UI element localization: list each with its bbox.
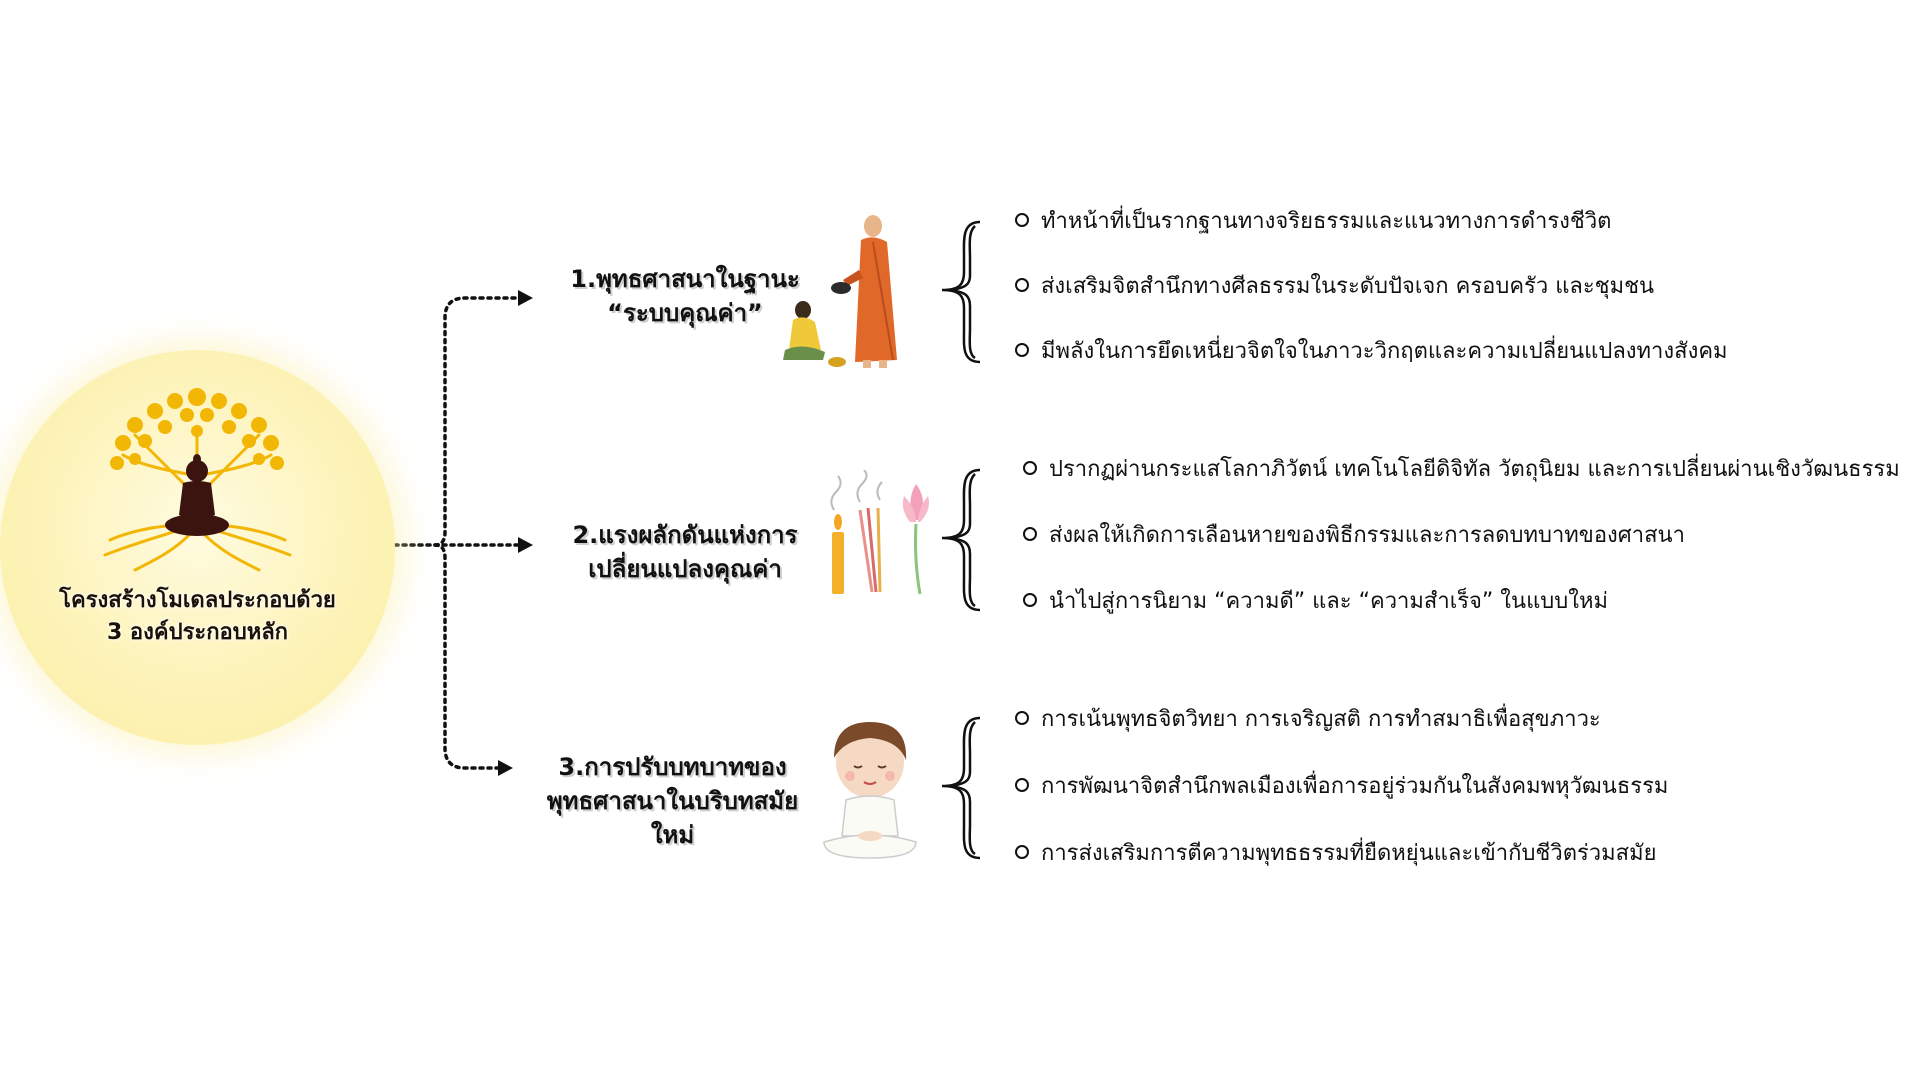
candle-incense-lotus-icon: [830, 470, 929, 595]
branch-title-line: 3.การปรับบทบาทของ: [558, 753, 787, 781]
bullet-item: ส่งเสริมจิตสำนึกทางศีลธรรมในระดับปัจเจก …: [1015, 272, 1728, 302]
bullet-item: การพัฒนาจิตสำนึกพลเมืองเพื่อการอยู่ร่วมก…: [1015, 772, 1668, 802]
branch-title-line: ใหม่: [650, 821, 695, 849]
bullet-item: ทำหน้าที่เป็นรากฐานทางจริยธรรมและแนวทางก…: [1015, 207, 1728, 237]
branch-1-title: 1.พุทธศาสนาในฐานะ “ระบบคุณค่า”: [535, 262, 835, 330]
branch-title-line: เปลี่ยนแปลงคุณค่า: [588, 555, 782, 583]
hub-title-line: โครงสร้างโมเดลประกอบด้วย: [59, 588, 336, 613]
curly-brace-icon: [941, 220, 981, 860]
bullet-item: นำไปสู่การนิยาม “ความดี” และ “ความสำเร็จ…: [1023, 587, 1900, 617]
branch-2-bullet-list: ปรากฏผ่านกระแสโลกาภิวัตน์ เทคโนโลยีดิจิท…: [1023, 455, 1900, 617]
bullet-item: มีพลังในการยึดเหนี่ยวจิตใจในภาวะวิกฤตและ…: [1015, 337, 1728, 367]
branch-title-line: 1.พุทธศาสนาในฐานะ: [570, 265, 800, 293]
branch-title-line: “ระบบคุณค่า”: [607, 299, 763, 327]
bodhi-tree-buddha-icon: [103, 388, 292, 572]
branch-title-line: 2.แรงผลักดันแห่งการ: [572, 521, 798, 549]
hub-circle: [0, 350, 395, 745]
bullet-item: การส่งเสริมการตีความพุทธธรรมที่ยืดหยุ่นแ…: [1015, 839, 1668, 869]
bullet-item: ส่งผลให้เกิดการเลือนหายของพิธีกรรมและการ…: [1023, 521, 1900, 551]
bullet-item: การเน้นพุทธจิตวิทยา การเจริญสติ การทำสมา…: [1015, 705, 1668, 735]
meditating-child-icon: [823, 722, 917, 859]
bullet-item: ปรากฏผ่านกระแสโลกาภิวัตน์ เทคโนโลยีดิจิท…: [1023, 455, 1900, 485]
branch-1-bullet-list: ทำหน้าที่เป็นรากฐานทางจริยธรรมและแนวทางก…: [1015, 207, 1728, 367]
hub-title: โครงสร้างโมเดลประกอบด้วย 3 องค์ประกอบหลั…: [40, 585, 355, 649]
branch-2-title: 2.แรงผลักดันแห่งการ เปลี่ยนแปลงคุณค่า: [535, 518, 835, 586]
arrow-head-icon: [498, 290, 533, 776]
hub-title-line: 3 องค์ประกอบหลัก: [106, 620, 289, 645]
branch-3-title: 3.การปรับบทบาทของ พุทธศาสนาในบริบทสมัย ใ…: [520, 750, 825, 852]
monk-alms-icon: [783, 215, 897, 368]
branch-3-bullet-list: การเน้นพุทธจิตวิทยา การเจริญสติ การทำสมา…: [1015, 705, 1668, 869]
dotted-connector: [393, 296, 522, 770]
branch-title-line: พุทธศาสนาในบริบทสมัย: [546, 787, 799, 815]
